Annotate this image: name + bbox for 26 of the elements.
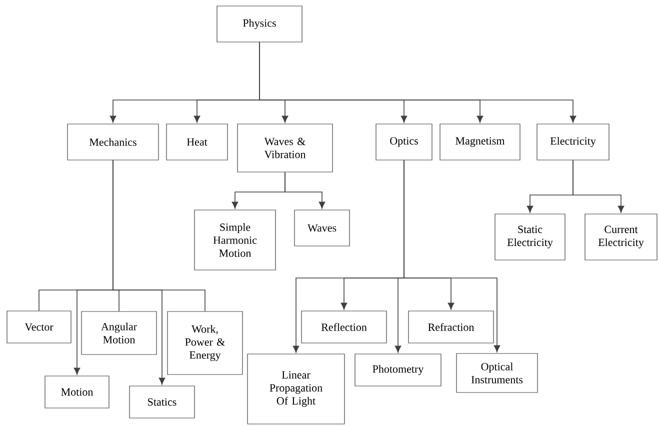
topic-box: Vector	[6, 310, 72, 344]
connector-arrow	[259, 42, 576, 123]
connector-arrow	[572, 160, 624, 213]
topic-box: Mechanics	[67, 124, 159, 160]
topic-box: Motion	[44, 376, 110, 408]
topic-box: Optics	[376, 124, 432, 160]
topic-box: Photometry	[354, 354, 442, 386]
topic-box: Electricity	[536, 124, 610, 160]
topic-box: Waves & Vibration	[237, 124, 333, 172]
connector-arrow	[112, 160, 166, 385]
topic-box: Refraction	[408, 310, 494, 344]
connector-arrow	[284, 172, 326, 209]
connector-arrow	[404, 160, 500, 352]
topic-box: Magnetism	[440, 124, 520, 160]
topic-box: Reflection	[301, 310, 387, 344]
topic-box: Simple Harmonic Motion	[194, 210, 276, 270]
topic-box: Current Electricity	[584, 214, 658, 260]
topic-box: Heat	[166, 124, 228, 160]
topic-box: Work, Power & Energy	[167, 311, 243, 375]
topic-box: Static Electricity	[494, 214, 566, 260]
topic-box: Optical Instruments	[456, 353, 538, 393]
topic-box: Angular Motion	[81, 311, 157, 355]
topic-box: Statics	[129, 386, 195, 418]
topic-box: Physics	[216, 6, 302, 42]
topic-box: Waves	[294, 210, 350, 246]
topic-box: Linear Propagation Of Light	[247, 354, 345, 424]
